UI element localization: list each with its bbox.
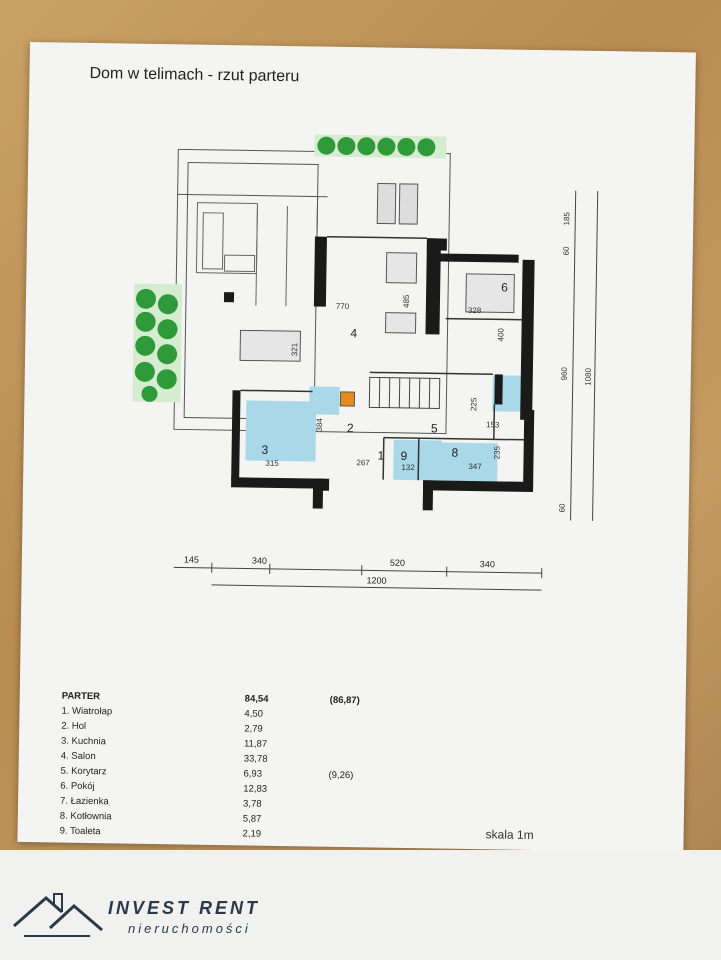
floor-plan: 1 2 3 4 5 6 7 8 9 770 485 328 400 321 38…: [132, 134, 599, 591]
furniture: [239, 252, 515, 407]
room-number-3: 3: [262, 443, 269, 457]
dim-235: 235: [493, 445, 502, 459]
dim-right-185: 185: [562, 211, 571, 225]
room-number-9: 9: [400, 449, 407, 463]
brand-tagline: nieruchomości: [128, 921, 251, 936]
dim-225: 225: [469, 397, 478, 411]
dim-347: 347: [468, 462, 482, 471]
dim-400: 400: [496, 327, 505, 341]
dim-485: 485: [402, 294, 411, 308]
dim-bottom-340-left: 340: [252, 556, 267, 566]
room-number-4: 4: [350, 326, 357, 340]
dim-321: 321: [290, 342, 299, 356]
dim-bottom-145: 145: [184, 554, 199, 564]
dim-right-960: 960: [560, 366, 569, 380]
stairs: [368, 376, 441, 409]
scale-label: skala 1m: [485, 827, 534, 843]
dim-328: 328: [468, 306, 482, 315]
room-number-7: 7: [495, 379, 502, 393]
room-number-6: 6: [501, 280, 508, 294]
dim-bottom-340-right: 340: [480, 559, 495, 569]
house-logo-icon: [13, 893, 103, 937]
room-number-2: 2: [347, 421, 354, 435]
walls: [223, 236, 535, 511]
dim-right-60-bottom: 60: [558, 503, 567, 513]
dim-right-60-top: 60: [562, 246, 571, 256]
hedge-left: [132, 283, 183, 403]
dim-153: 153: [486, 420, 500, 429]
dim-bottom-520: 520: [390, 558, 405, 568]
dim-132: 132: [401, 463, 415, 472]
room-number-1: 1: [377, 449, 384, 463]
dim-384: 384: [315, 418, 324, 432]
paper-sheet: Dom w telimach - rzut parteru: [17, 42, 696, 853]
room-number-8: 8: [451, 446, 458, 460]
room-number-5: 5: [431, 421, 438, 435]
hedge-top: [314, 134, 447, 159]
branding-strip: INVEST RENT nieruchomości: [0, 850, 721, 960]
dim-bottom-1200: 1200: [367, 575, 387, 585]
dim-770: 770: [336, 302, 350, 311]
brand-name: INVEST RENT: [108, 898, 261, 918]
dim-267: 267: [356, 458, 370, 467]
dim-right-1080: 1080: [584, 367, 593, 385]
dim-315: 315: [265, 459, 279, 468]
